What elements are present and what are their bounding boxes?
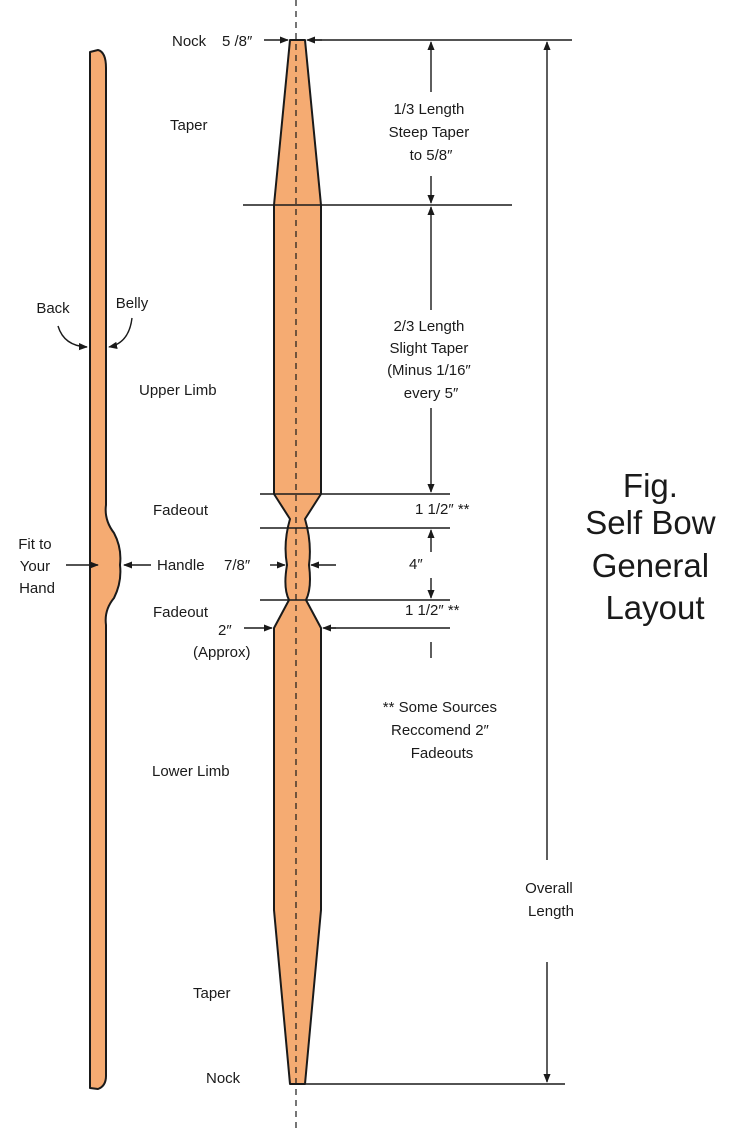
belly-label: Belly [116,295,149,312]
figure-title: Fig. Self Bow General Layout [585,467,724,626]
taper-top-label: Taper [170,117,208,134]
handle-width-label: 7/8″ [224,557,251,574]
fadeout-lower-label: Fadeout [153,604,209,621]
bow-front-outline [273,39,322,1085]
nock-top-label: Nock [172,33,207,50]
bow-side-profile [89,49,122,1090]
nock-top-width: 5 /8″ [222,33,253,50]
fadeout-upper-label: Fadeout [153,502,209,519]
back-label: Back [36,300,70,317]
belly-arrow [108,317,133,349]
fit-to-hand-label: Fit to Your Hand [18,536,56,597]
taper-bottom-label: Taper [193,985,231,1002]
upper-limb-label: Upper Limb [139,382,217,399]
lower-limb-label: Lower Limb [152,763,230,780]
handle-length: 4″ [409,556,423,573]
width-2-note: (Approx) [193,644,251,661]
footnote: ** Some Sources Reccomend 2″ Fadeouts [383,699,501,762]
nock-bottom-label: Nock [206,1070,241,1087]
fadeout-lower-length: 1 1/2″ ** [405,602,460,619]
handle-label: Handle [157,557,205,574]
overall-length-label: Overall Length [525,880,577,920]
width-2-label: 2″ [218,622,232,639]
fadeout-upper-length: 1 1/2″ ** [415,501,470,518]
steep-taper-label: 1/3 Length Steep Taper to 5/8″ [389,101,474,164]
slight-taper-label: 2/3 Length Slight Taper (Minus 1/16″ eve… [387,318,475,402]
back-arrow [57,325,88,351]
